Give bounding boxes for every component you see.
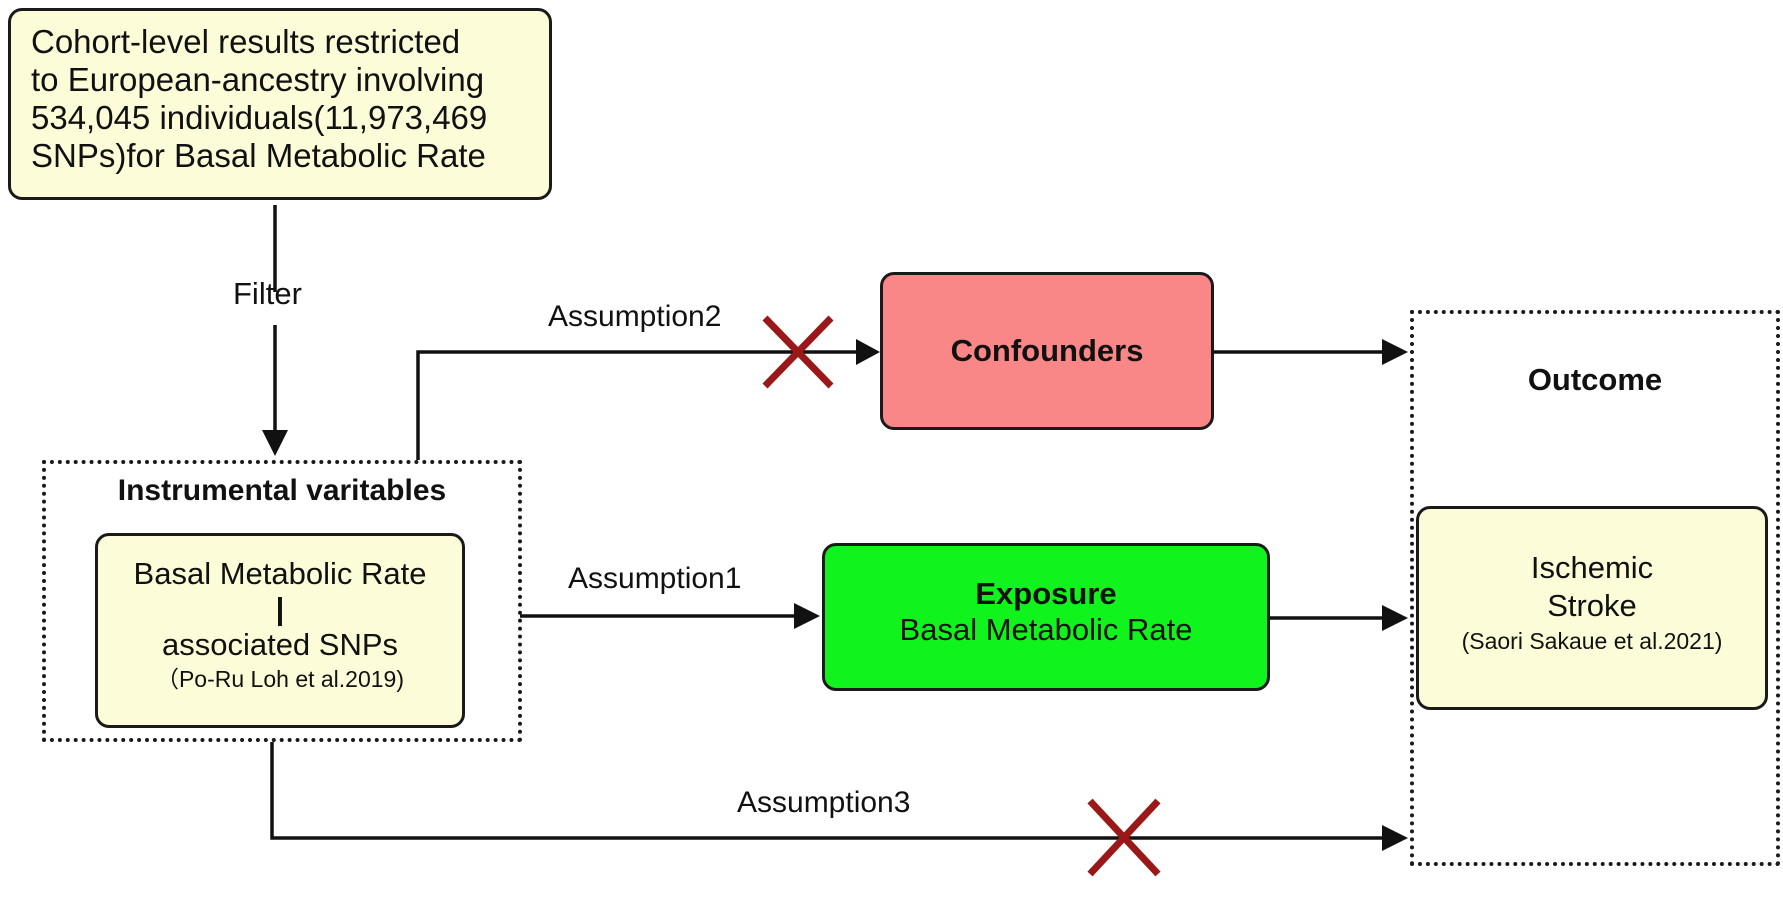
assumption2-path xyxy=(416,350,858,460)
assumption2-cross-icon xyxy=(762,315,834,389)
filter-arrowhead xyxy=(262,430,288,456)
iv-separator: | xyxy=(275,591,285,626)
exposure-subtitle: Basal Metabolic Rate xyxy=(899,612,1193,647)
iv-inner-box: Basal Metabolic Rate | associated SNPs （… xyxy=(95,533,465,728)
assumption1-arrowhead xyxy=(794,603,820,629)
outcome-group xyxy=(1410,310,1780,866)
outcome-inner-box: Ischemic Stroke (Saori Sakaue et al.2021… xyxy=(1416,506,1768,710)
iv-line-1: Basal Metabolic Rate xyxy=(133,556,427,591)
confounders-label: Confounders xyxy=(950,333,1144,368)
filter-label: Filter xyxy=(233,276,302,311)
outcome-title: Outcome xyxy=(1527,362,1663,397)
cohort-line-4: SNPs)for Basal Metabolic Rate xyxy=(31,137,486,174)
assumption3-label: Assumption3 xyxy=(737,786,911,819)
assumption2-label: Assumption2 xyxy=(548,300,722,333)
cohort-line-1: Cohort-level results restricted xyxy=(31,23,461,60)
iv-citation: （Po-Ru Loh et al.2019) xyxy=(155,666,405,692)
exposure-outcome-arrowhead xyxy=(1382,605,1408,631)
cohort-line-3: 534,045 individuals(11,973,469 xyxy=(31,99,488,136)
iv-line-2: associated SNPs xyxy=(161,627,399,662)
assumption3-cross-icon xyxy=(1087,798,1161,877)
outcome-line-1: Ischemic xyxy=(1530,550,1654,585)
confounders-box: Confounders xyxy=(880,272,1214,430)
assumption1-label: Assumption1 xyxy=(568,562,742,595)
assumption3-arrowhead xyxy=(1382,825,1408,851)
assumption3-path xyxy=(270,742,1384,840)
cohort-box: Cohort-level results restricted to Europ… xyxy=(8,8,552,200)
outcome-line-2: Stroke xyxy=(1547,588,1637,623)
cohort-line-2: to European-ancestry involving xyxy=(31,61,485,98)
instrumental-variables-title: Instrumental varitables xyxy=(117,474,447,507)
exposure-box: Exposure Basal Metabolic Rate xyxy=(822,543,1270,691)
assumption2-arrowhead xyxy=(856,339,880,365)
instrumental-variables-group xyxy=(42,460,522,742)
outcome-citation: (Saori Sakaue et al.2021) xyxy=(1461,628,1723,654)
confounders-outcome-arrowhead xyxy=(1382,339,1408,365)
exposure-title: Exposure xyxy=(975,576,1117,611)
